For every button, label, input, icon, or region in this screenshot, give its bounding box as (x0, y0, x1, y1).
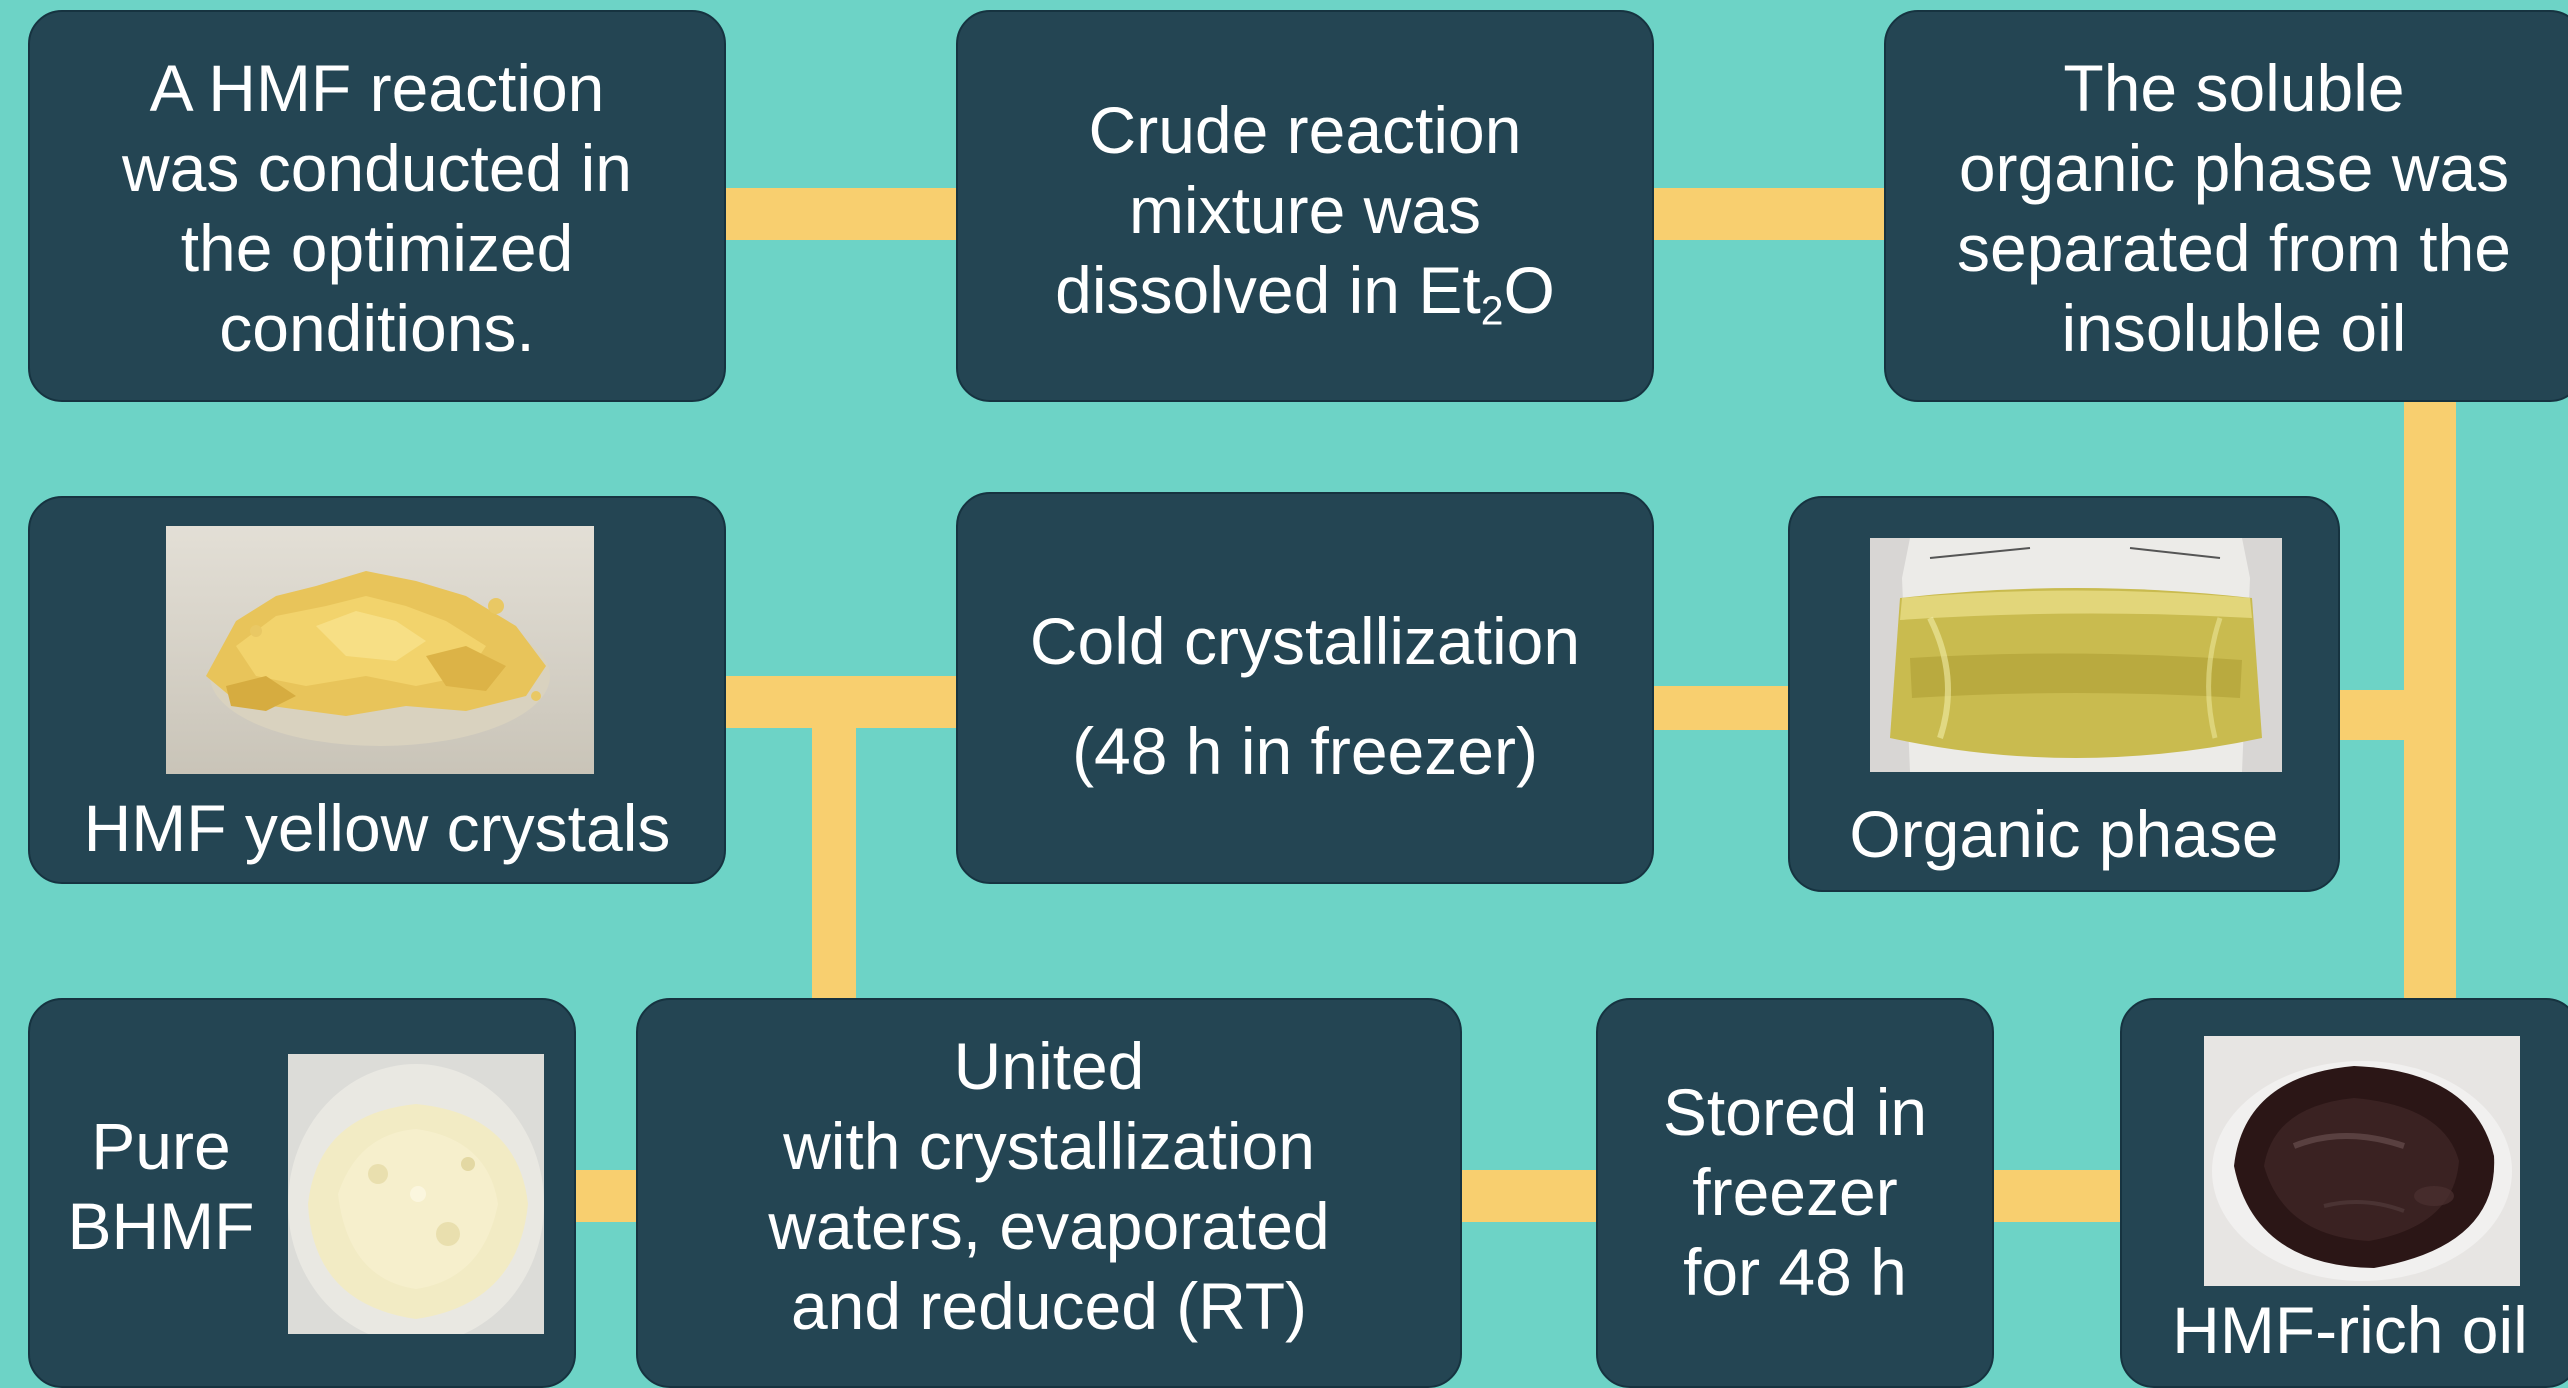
step-united: United with crystallization waters, evap… (636, 998, 1462, 1388)
text-line: (48 h in freezer) (1072, 714, 1538, 788)
step-separated: The soluble organic phase was separated … (1884, 10, 2568, 402)
step-separated-text: The soluble organic phase was separated … (1886, 48, 2568, 368)
step-cold-crystallization-text: Cold crystallization (48 h in freezer) (958, 586, 1652, 806)
step-pure-bhmf: Pure BHMF (28, 998, 576, 1388)
text-line: was conducted in (122, 131, 632, 205)
text-line: Pure (91, 1109, 231, 1183)
step-stored: Stored in freezer for 48 h (1596, 998, 1994, 1388)
connector-crystals-down-to-united (812, 700, 856, 1020)
text-line: freezer (1692, 1155, 1898, 1229)
text-line: BHMF (67, 1189, 255, 1263)
step-cold-crystallization: Cold crystallization (48 h in freezer) (956, 492, 1654, 884)
hmf-rich-oil-caption: HMF-rich oil (2172, 1293, 2528, 1367)
text-line: separated from the (1957, 211, 2511, 285)
text-line: insoluble oil (2061, 291, 2407, 365)
connector-right-to-organic-phase (2330, 690, 2456, 740)
text-line-formula: dissolved in Et2O (958, 250, 1652, 334)
text-line: organic phase was (1958, 131, 2510, 205)
formula-subscript: 2 (1480, 287, 1504, 334)
formula-prefix: dissolved in Et (1055, 253, 1481, 327)
white-powder-photo (288, 1054, 544, 1334)
step-dissolved: Crude reaction mixture was dissolved in … (956, 10, 1654, 402)
text-line: waters, evaporated (768, 1189, 1330, 1263)
text-line: the optimized (180, 211, 574, 285)
step-united-text: United with crystallization waters, evap… (638, 1026, 1460, 1346)
dark-oil-dish-photo (2204, 1036, 2520, 1286)
text-line: United (953, 1029, 1145, 1103)
text-line: with crystallization (783, 1109, 1315, 1183)
step-organic-phase: Organic phase (1788, 496, 2340, 892)
text-line: The soluble (2063, 51, 2405, 125)
hmf-crystals-caption: HMF yellow crystals (83, 791, 671, 865)
text-line: mixture was (1128, 173, 1482, 247)
text-line: and reduced (RT) (790, 1269, 1308, 1343)
connector-stored-to-united (1450, 1170, 1610, 1222)
step-dissolved-text: Crude reaction mixture was dissolved in … (958, 90, 1652, 334)
organic-phase-caption: Organic phase (1849, 797, 2279, 871)
step-hmf-reaction-text: A HMF reaction was conducted in the opti… (30, 48, 724, 368)
connector-oil-to-stored (1980, 1170, 2140, 1222)
formula-suffix: O (1503, 253, 1555, 327)
text-line: for 48 h (1683, 1235, 1907, 1309)
text-line: Stored in (1662, 1075, 1928, 1149)
text-line: A HMF reaction (149, 51, 605, 125)
flask-yellow-liquid-photo (1870, 538, 2282, 772)
text-line: conditions. (219, 291, 535, 365)
connector-organic-to-cold (1640, 686, 1800, 730)
text-line: Cold crystallization (1029, 604, 1581, 678)
connector-reaction-to-dissolved (720, 188, 970, 240)
step-hmf-rich-oil: HMF-rich oil (2120, 998, 2568, 1388)
step-hmf-reaction: A HMF reaction was conducted in the opti… (28, 10, 726, 402)
yellow-crystals-photo (166, 526, 594, 774)
step-stored-text: Stored in freezer for 48 h (1598, 1072, 1992, 1312)
step-hmf-crystals: HMF yellow crystals (28, 496, 726, 884)
connector-dissolved-to-separated (1650, 188, 1900, 240)
pure-bhmf-label: Pure BHMF (30, 1106, 292, 1266)
text-line: Crude reaction (1088, 93, 1522, 167)
